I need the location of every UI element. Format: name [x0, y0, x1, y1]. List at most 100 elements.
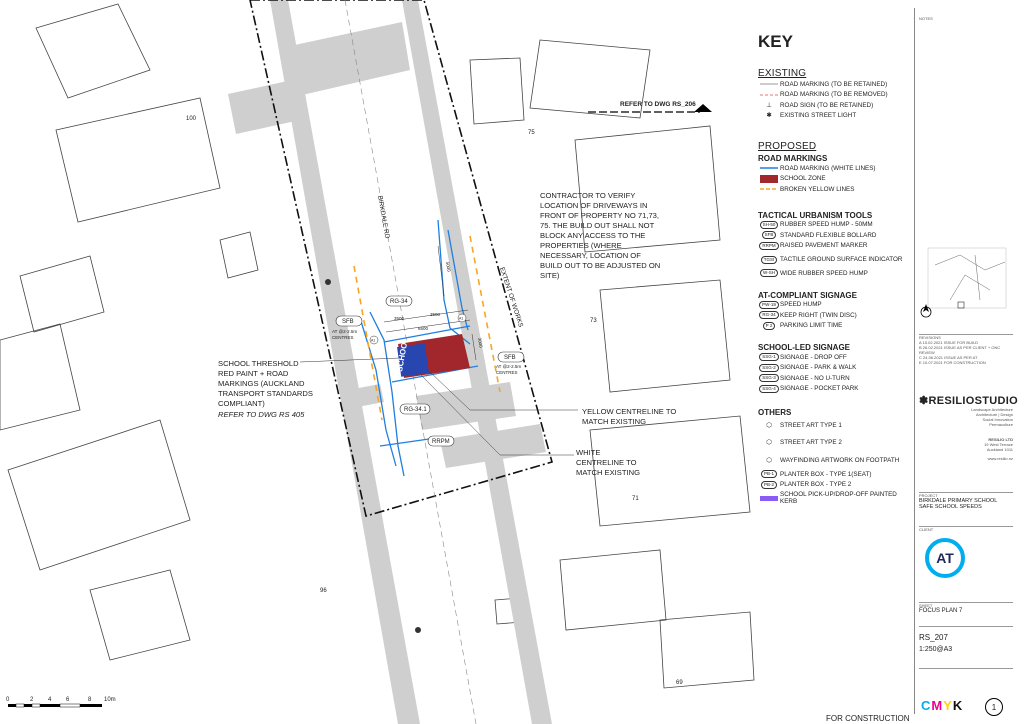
yellow-centreline-note: YELLOW CENTRELINE TO MATCH EXISTING [582, 407, 676, 426]
scale-bar [8, 703, 102, 708]
legend-item: ROAD MARKING (TO BE REMOVED) [758, 90, 908, 101]
line-removed-icon [758, 93, 780, 97]
sfb-note: CENTRES [332, 335, 354, 340]
white-centreline-note: WHITE CENTRELINE TO MATCH EXISTING [576, 448, 640, 477]
property-number: 71 [632, 496, 639, 502]
legend-item: ⬡ STREET ART TYPE 1 [758, 417, 908, 433]
revisions-cell: REVISIONS A 15.02.2021 ISSUE FOR BUILD B… [919, 334, 1013, 383]
legend-label: PLANTER BOX - TYPE 2 [780, 481, 852, 489]
legend-item: ⊥ROAD SIGN (TO BE RETAINED) [758, 100, 908, 111]
cmyk-logo: CMYK [921, 698, 964, 713]
painted-kerb-icon [758, 495, 780, 501]
street-art-1-icon: ⬡ [766, 421, 772, 429]
legend-code: SFB [761, 231, 777, 240]
rg341-tag: RG-34.1 [404, 407, 427, 413]
legend-item: SCHOOL PICK-UP/DROP-OFF PAINTED KERB [758, 490, 908, 506]
white-centreline [344, 0, 477, 724]
company-sub: Architecture | Design [975, 412, 1013, 417]
note-line: LOCATION OF DRIVEWAYS IN [540, 201, 647, 210]
legend-code: PB-2 [760, 480, 777, 489]
legend-code: SSG-2 [759, 363, 779, 372]
note-line: SCHOOL THRESHOLD [218, 359, 299, 368]
white-line-icon [758, 166, 780, 170]
legend-label: STANDARD FLEXIBLE BOLLARD [780, 231, 877, 239]
north-arrow-icon [920, 304, 932, 318]
extent-of-works-boundary [249, 0, 553, 518]
legend-label: SIGNAGE - NO U-TURN [780, 374, 850, 382]
legend-item: ⬡WAYFINDING ARTWORK ON FOOTPATH [758, 451, 908, 469]
note-line: FRONT OF PROPERTY NO 71,73, [540, 211, 659, 220]
note-line: MARKINGS (AUCKLAND [218, 379, 305, 388]
street-light-icon: ✱ [766, 112, 772, 120]
project-cell: PROJECT BIRKDALE PRIMARY SCHOOL SAFE SCH… [919, 492, 1013, 521]
legend-item: ⬡STREET ART TYPE 2 [758, 433, 908, 451]
legend-code: PW-19 [759, 300, 779, 309]
sheet-number-badge: 1 [985, 698, 1003, 716]
legend-label: SIGNAGE - PARK & WALK [780, 364, 857, 372]
legend-label: SCHOOL PICK-UP/DROP-OFF PAINTED KERB [780, 491, 897, 505]
legend-code: SH-50 [759, 220, 779, 229]
legend-label: WIDE RUBBER SPEED HUMP [780, 269, 868, 277]
revision-row: E 10.07.2021 FOR CONSTRUCTION [919, 360, 986, 365]
address-line: 19 West Terrace [984, 442, 1013, 447]
note-line: COMPLIANT) [218, 399, 265, 408]
scale-tick: 2 [30, 697, 34, 703]
note-line: BLOCK ANY ACCESS TO THE [540, 231, 645, 240]
property-number: 69 [676, 680, 683, 686]
drawing-scale: 1:250@A3 [919, 646, 953, 653]
school-text-patch [397, 343, 429, 377]
sfb-note: AT @2-2.5m [332, 329, 357, 334]
legend-label: ROAD MARKING (WHITE LINES) [780, 164, 876, 172]
revisions-label: REVISIONS [919, 335, 941, 340]
legend: KEY EXISTING ROAD MARKING (TO BE RETAINE… [758, 32, 908, 506]
legend-label: STREET ART TYPE 1 [780, 421, 842, 429]
legend-code: SSG-4 [759, 384, 779, 393]
legend-label: ROAD MARKING (TO BE RETAINED) [780, 80, 888, 88]
existing-street-light-icon [325, 279, 421, 633]
note-line: YELLOW CENTRELINE TO [582, 407, 676, 416]
client-label: CLIENT [919, 527, 934, 532]
legend-title: KEY [758, 32, 793, 51]
legend-label: ROAD SIGN (TO BE RETAINED) [780, 101, 874, 109]
road-name-label: BIRKDALE RD [376, 195, 390, 239]
legend-item: SCHOOL ZONE [758, 174, 908, 185]
scale-tick: 0 [6, 697, 10, 703]
flower-icon: ✽ [919, 395, 929, 407]
sfb-tag: SFB [342, 319, 354, 325]
refer-drawing-label: REFER TO DWG RS_206 [620, 101, 696, 108]
dimension-label: 3500 [430, 312, 441, 317]
note-line: BUILD OUT TO BE ADJUSTED ON [540, 261, 660, 270]
location-map [927, 247, 1007, 309]
note-line: MATCH EXISTING [576, 468, 640, 477]
property-number: 100 [186, 116, 197, 122]
legend-proposed-heading: PROPOSED [758, 141, 817, 152]
legend-item: ROAD MARKING (TO BE RETAINED) [758, 79, 908, 90]
legend-item: BROKEN YELLOW LINES [758, 184, 908, 195]
dimension-lines [383, 245, 477, 361]
a1-tag: A1 [371, 339, 375, 343]
broken-yellow-lines [353, 235, 501, 421]
drawing-number: RS_207 [919, 633, 948, 642]
note-line: CONTRACTOR TO VERIFY [540, 191, 635, 200]
legend-label: KEEP RIGHT (TWIN DISC) [780, 311, 857, 319]
address-line: Auckland 1011 [986, 447, 1013, 452]
revision-row: A 15.02.2021 ISSUE FOR BUILD [919, 340, 979, 345]
note-line: WHITE [576, 448, 600, 457]
contractor-note: CONTRACTOR TO VERIFY LOCATION OF DRIVEWA… [540, 191, 660, 280]
legend-existing-heading: EXISTING [758, 68, 807, 79]
legend-code: SSG-1 [759, 353, 779, 362]
legend-code: P 2 [762, 321, 776, 330]
extent-of-works-label: EXTENT OF WORKS [498, 266, 524, 328]
note-line: SITE) [540, 271, 560, 280]
legend-item: ROAD MARKING (WHITE LINES) [758, 163, 908, 174]
legend-label: RAISED PAVEMENT MARKER [780, 242, 868, 250]
legend-label: STREET ART TYPE 2 [780, 438, 842, 446]
